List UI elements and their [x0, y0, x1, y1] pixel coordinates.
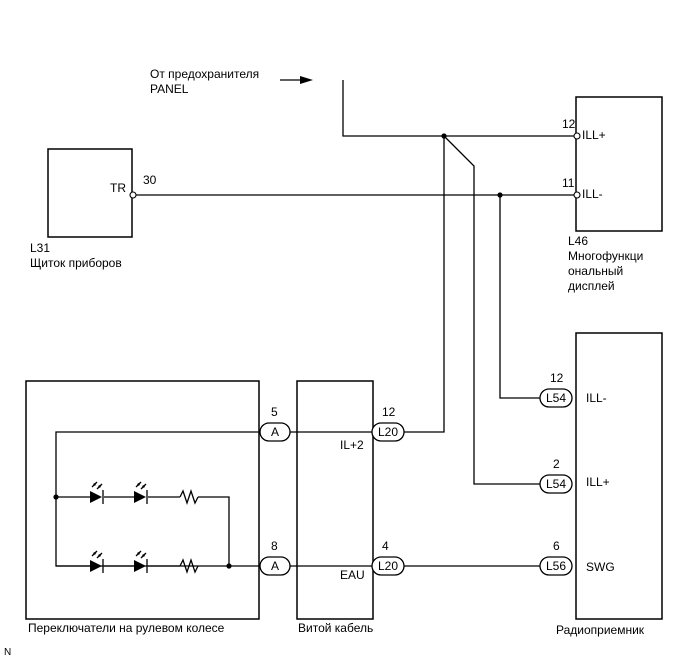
connector-label: L56	[546, 559, 566, 573]
l46-name-line2: ональный	[568, 264, 623, 278]
connector-pin: 6	[553, 539, 560, 553]
connector-label: L54	[546, 391, 566, 405]
connector-label: L20	[378, 425, 398, 439]
radio-name: Радиоприемник	[556, 623, 645, 637]
l46-ill-minus-terminal	[573, 191, 581, 199]
connector-l54-bottom: L54 2	[539, 457, 573, 494]
spiral-cable-pin-eau: EAU	[340, 568, 365, 582]
spiral-cable-name: Витой кабель	[298, 621, 373, 635]
resistor-icon	[179, 488, 199, 506]
source-arrow-icon	[280, 76, 313, 84]
connector-a-top: A 5	[259, 405, 291, 442]
corner-mark: N	[4, 647, 11, 658]
splice-dot	[441, 133, 447, 139]
led-icon	[90, 550, 104, 573]
connector-a-bottom: A 8	[259, 539, 291, 576]
splice-dot	[497, 192, 503, 198]
connector-label: L54	[546, 477, 566, 491]
connector-l20-bottom: L20 4	[371, 539, 405, 576]
l46-name-line3: дисплей	[568, 279, 615, 293]
spiral-cable-pin-il2: IL+2	[340, 438, 364, 452]
steering-switches-name: Переключатели на рулевом колесе	[28, 621, 225, 635]
l31-name: Щиток приборов	[30, 256, 122, 270]
l46-pin-ill-plus-number: 12	[562, 117, 576, 131]
connector-l20-top: L20 12	[371, 405, 405, 442]
l46-code: L46	[568, 234, 588, 248]
l31-tr-terminal	[129, 191, 137, 199]
led-icon	[90, 481, 104, 504]
l31-pin-label: TR	[110, 181, 126, 195]
l31-pin-number: 30	[143, 173, 157, 187]
splice-dot	[226, 563, 232, 569]
l46-pin-ill-minus-label: ILL-	[582, 187, 603, 201]
resistor-icon	[179, 557, 199, 575]
radio-pin-ill-minus: ILL-	[586, 391, 607, 405]
connector-label: A	[271, 425, 279, 439]
connector-pin: 8	[271, 539, 278, 553]
connector-pin: 2	[553, 457, 560, 471]
source-label-line2: PANEL	[150, 82, 189, 96]
connector-pin: 12	[550, 371, 564, 385]
radio-pin-ill-plus: ILL+	[586, 475, 610, 489]
connector-pin: 12	[382, 405, 396, 419]
connector-label: L20	[378, 559, 398, 573]
radio-pin-swg: SWG	[586, 560, 615, 574]
source-label-line1: От предохранителя	[150, 67, 259, 81]
l46-name-line1: Многофункци	[568, 249, 643, 263]
wires	[55, 80, 574, 567]
connector-l54-top: L54 12	[539, 371, 573, 408]
steering-switches-box	[25, 380, 260, 620]
connector-pin: 5	[271, 405, 278, 419]
led-icon	[134, 481, 148, 504]
splice-dot	[53, 494, 59, 500]
led-icon	[134, 550, 148, 573]
connector-pin: 4	[382, 539, 389, 553]
l46-pin-ill-minus-number: 11	[562, 176, 575, 190]
connector-l56: L56 6	[539, 539, 573, 576]
l46-pin-ill-plus-label: ILL+	[582, 128, 606, 142]
radio-receiver-box	[575, 332, 663, 620]
l46-ill-plus-terminal	[573, 132, 581, 140]
l46-multifunction-display-box	[575, 96, 663, 232]
spiral-cable-box	[296, 380, 374, 620]
connector-label: A	[271, 559, 279, 573]
l31-code: L31	[30, 241, 50, 255]
